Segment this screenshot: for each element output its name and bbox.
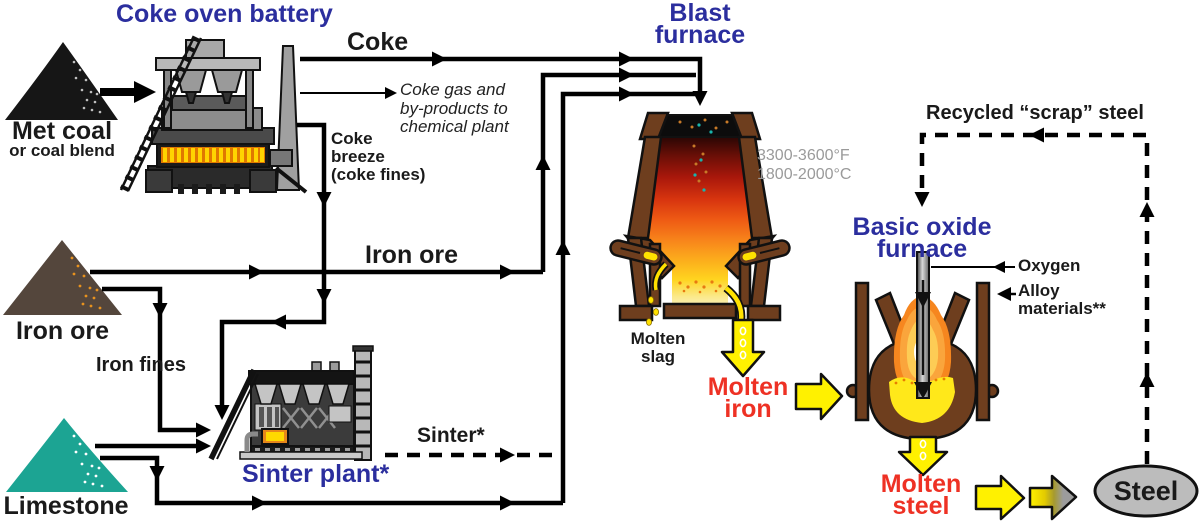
sinter-flow-label: Sinter* — [417, 424, 485, 447]
iron-ore-pile-illustration — [3, 240, 122, 315]
cooling-steel-arrow — [1028, 474, 1078, 521]
met-coal-label: Met coal or coal blend — [9, 117, 115, 160]
coke-oven-illustration — [119, 35, 308, 194]
molten-flow-arrows — [720, 318, 1078, 521]
flow-coke-breeze-to-sinter — [219, 122, 327, 410]
molten-iron-label: Molten iron — [707, 373, 789, 423]
sinter-plant-label: Sinter plant* — [242, 460, 390, 488]
flow-sinter-limestone-riser — [560, 91, 696, 503]
coke-gas-label: Coke gas and by-products to chemical pla… — [400, 80, 509, 136]
blast-furnace-label: Blast furnace — [654, 0, 746, 49]
molten-iron-right-arrow — [794, 372, 844, 421]
flow-iron-ore-riser — [540, 72, 696, 272]
coke-oven-battery-label: Coke oven battery — [116, 0, 333, 28]
flow-lines — [90, 56, 1016, 506]
alloy-materials-label: Alloy materials** — [1018, 281, 1106, 318]
basic-oxide-furnace-label: Basic oxide furnace — [852, 213, 992, 263]
limestone-label: Limestone — [3, 492, 129, 520]
limestone-pile-illustration — [6, 418, 128, 492]
molten-slag-label: Molten slag — [630, 329, 686, 366]
iron-fines-label: Iron fines — [96, 354, 187, 376]
blast-furnace-temperature: 3300-3600°F 1800-2000°C — [757, 147, 852, 183]
recycled-scrap-steel-label: Recycled “scrap” steel — [926, 102, 1144, 124]
arrowheads — [134, 51, 1155, 511]
coke-breeze-label: Coke breeze (coke fines) — [331, 129, 426, 184]
iron-ore-pile-label: Iron ore — [15, 317, 110, 345]
molten-iron-down-arrow — [720, 318, 766, 378]
coke-label: Coke — [347, 28, 409, 56]
steel-node — [1093, 464, 1199, 518]
basic-oxide-furnace-illustration — [845, 251, 1000, 441]
oxygen-label: Oxygen — [1018, 256, 1081, 275]
flow-iron-fines-to-sinter — [102, 286, 200, 433]
met-coal-pile-illustration — [5, 42, 118, 120]
steel-label: Steel — [1113, 476, 1179, 506]
iron-ore-flow-label: Iron ore — [365, 241, 459, 269]
blast-furnace-illustration — [609, 111, 791, 326]
molten-steel-label: Molten steel — [880, 470, 962, 520]
molten-steel-right-arrow — [974, 474, 1026, 521]
sinter-plant-illustration — [208, 345, 374, 461]
